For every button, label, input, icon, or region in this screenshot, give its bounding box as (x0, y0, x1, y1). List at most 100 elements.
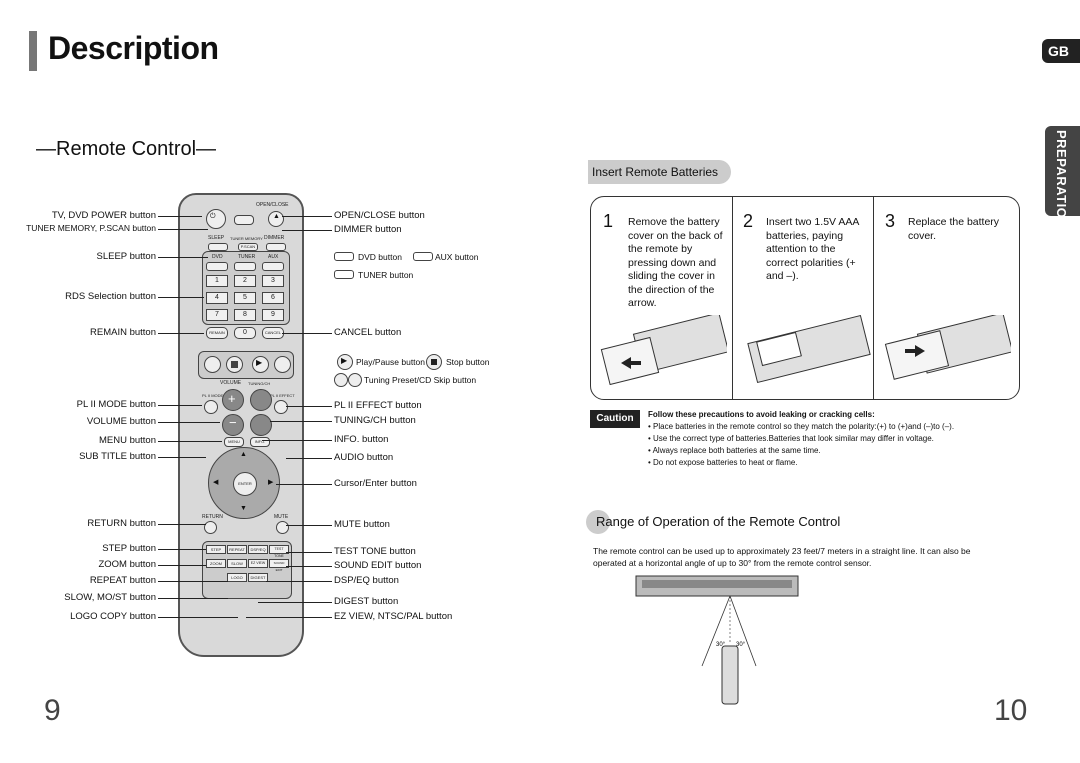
tuning-up-key (250, 389, 272, 411)
section-tab-label: PREPARATION (1054, 130, 1069, 229)
label-dsp-eq: DSP/EQ button (334, 575, 399, 586)
label-digest: DIGEST button (334, 596, 399, 607)
power-key: ⏻ (206, 209, 226, 229)
label-tuner: TUNER button (358, 270, 414, 280)
range-angle-right: 30° (736, 642, 746, 648)
label-slow: SLOW, MO/ST button (64, 592, 156, 603)
caution-item-text: Place batteries in the remote control so… (653, 422, 955, 431)
label-tuner-memory: TUNER MEMORY, P.SCAN button (26, 223, 156, 233)
label-pl2-mode: PL II MODE button (76, 399, 156, 410)
insert-batteries-header: Insert Remote Batteries (588, 160, 731, 184)
digit-key-8: 8 (234, 309, 256, 321)
digit-key-2: 2 (234, 275, 256, 287)
aux-key-label: AUX (268, 254, 279, 260)
label-tuning-preset: Tuning Preset/CD Skip button (364, 375, 477, 385)
sound-edit-key: SOUND EDIT (269, 559, 289, 572)
aux-key (262, 262, 284, 271)
digit-key-4: 4 (206, 292, 228, 304)
step-1-illustration (600, 315, 727, 385)
dvd-key (206, 262, 228, 271)
ez-view-key: EZ VIEW (248, 559, 268, 568)
digest-key: DIGEST (248, 573, 268, 582)
open-close-key-label: OPEN/CLOSE (256, 202, 289, 208)
caution-item: • Always replace both batteries at the s… (648, 446, 821, 455)
repeat-key: REPEAT (227, 545, 247, 554)
pl2-effect-key-label: PL II EFFECT (270, 393, 295, 398)
label-subtitle: SUB TITLE button (79, 451, 156, 462)
skip-back-key (204, 356, 221, 373)
label-remain: REMAIN button (90, 327, 156, 338)
info-key: INFO. (250, 437, 270, 447)
digit-key-0: 0 (234, 327, 256, 339)
step-number-2: 2 (743, 211, 754, 231)
label-dvd: DVD button (358, 252, 402, 262)
label-return: RETURN button (87, 518, 156, 529)
label-stop: Stop button (446, 357, 490, 367)
play-pause-key: ▶ (252, 356, 269, 373)
digit-key-3: 3 (262, 275, 284, 287)
label-cursor-enter: Cursor/Enter button (334, 478, 417, 489)
caution-item: • Do not expose batteries to heat or fla… (648, 458, 798, 467)
tuner-key (234, 262, 256, 271)
label-mute: MUTE button (334, 519, 390, 530)
dimmer-key (266, 243, 286, 251)
step-text-3: Replace the battery cover. (908, 216, 1000, 242)
caution-item: • Place batteries in the remote control … (648, 422, 955, 431)
digit-key-6: 6 (262, 292, 284, 304)
skip-forward-key (274, 356, 291, 373)
range-description: The remote control can be used up to app… (593, 546, 971, 568)
step-key: STEP (206, 545, 226, 554)
page-number-left: 9 (44, 694, 61, 727)
skip-back-icon (334, 373, 348, 387)
remain-key: REMAIN (206, 327, 228, 339)
step-text-2: Insert two 1.5V AAA batteries, paying at… (766, 216, 859, 282)
label-tv-dvd-power: TV, DVD POWER button (51, 210, 156, 221)
pscan-key: P.SCAN (238, 243, 258, 251)
tuning-down-key (250, 414, 272, 436)
step-3-illustration (884, 315, 1011, 380)
label-ez-view: EZ VIEW, NTSC/PAL button (334, 611, 453, 622)
caution-item-text: Do not expose batteries to heat or flame… (653, 458, 798, 467)
mute-key-label: MUTE (274, 514, 289, 520)
slow-key: SLOW (227, 559, 247, 568)
range-heading: Range of Operation of the Remote Control (596, 514, 841, 529)
battery-steps-box: 1 Remove the battery cover on the back o… (590, 196, 1020, 400)
page-title: Description (48, 30, 219, 66)
tuner-memory-key-label: TUNER MEMORY (230, 236, 263, 241)
digit-key-7: 7 (206, 309, 228, 321)
step-text-1: Remove the battery cover on the back of … (628, 216, 723, 309)
digit-key-5: 5 (234, 292, 256, 304)
skip-forward-icon (348, 373, 362, 387)
range-angle-left: 30° (716, 642, 726, 648)
range-diagram: 30° 30° (635, 575, 799, 705)
caution-title: Follow these precautions to avoid leakin… (648, 410, 875, 419)
pl2-mode-key (204, 400, 218, 414)
enter-key: ENTER (233, 472, 257, 496)
dvd-button-icon (334, 252, 354, 261)
page-number-right: 10 (994, 694, 1028, 727)
sleep-key-label: SLEEP (208, 235, 225, 241)
zoom-key: ZOOM (206, 559, 226, 568)
play-pause-icon: ▶ (337, 354, 353, 370)
label-test-tone: TEST TONE button (334, 546, 416, 557)
cancel-key: CANCEL (262, 327, 284, 339)
title-accent-bar (29, 31, 37, 71)
label-audio: AUDIO button (334, 452, 394, 463)
label-volume: VOLUME button (86, 416, 156, 427)
mute-key (276, 521, 289, 534)
label-pl2-effect: PL II EFFECT button (334, 400, 422, 411)
section-tab: PREPARATION (1045, 126, 1080, 228)
range-heading-marker (586, 510, 610, 534)
label-sleep: SLEEP button (96, 251, 156, 262)
label-cancel: CANCEL button (334, 327, 402, 338)
label-repeat: REPEAT button (89, 575, 156, 586)
return-key-label: RETURN (202, 514, 223, 520)
label-step: STEP button (102, 543, 156, 554)
return-key (204, 521, 217, 534)
volume-key-label: VOLUME (220, 380, 242, 386)
menu-key: MENU (224, 437, 244, 447)
open-close-key: ▲ (268, 211, 284, 227)
caution-item: • Use the correct type of batteries.Batt… (648, 434, 934, 443)
digit-key-9: 9 (262, 309, 284, 321)
logo-key: LOGO (227, 573, 247, 582)
